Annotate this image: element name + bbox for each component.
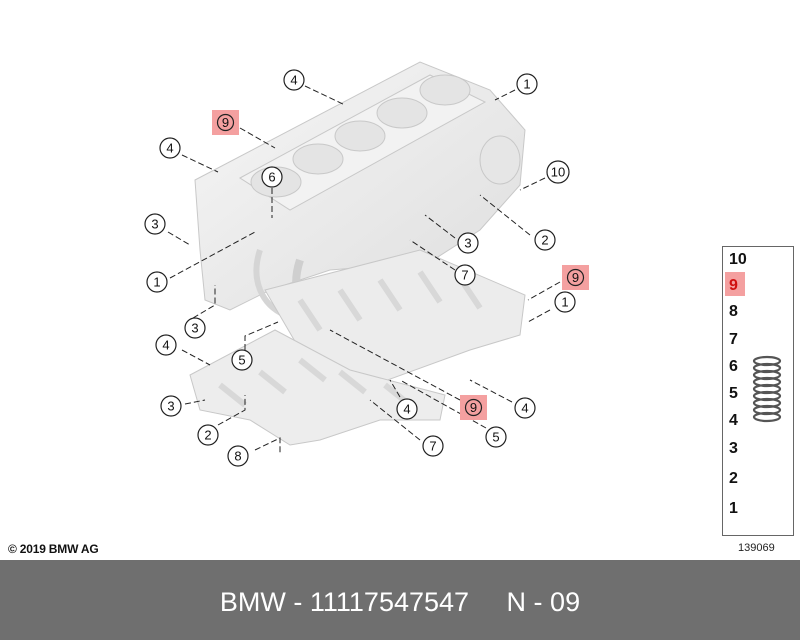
svg-text:6: 6 [268, 170, 275, 185]
callout-1-c: 1 [554, 291, 576, 313]
svg-text:1: 1 [153, 275, 160, 290]
svg-text:1: 1 [523, 77, 530, 92]
bearing-ladder [189, 329, 446, 446]
leader-lines [167, 85, 561, 455]
callout-7-a: 7 [454, 264, 476, 286]
legend-item-1: 1 [729, 500, 738, 517]
callout-6: 6 [261, 166, 283, 188]
footer-bar: BMW - 11117547547 N - 09 [0, 560, 800, 640]
svg-text:9: 9 [572, 270, 579, 285]
legend-item-10: 10 [729, 251, 747, 268]
callout-9-c: 9 [460, 395, 487, 420]
svg-text:5: 5 [492, 430, 499, 445]
callout-3-a: 3 [144, 213, 166, 235]
legend-item-5: 5 [729, 385, 738, 402]
callout-9-a: 9 [212, 110, 239, 135]
svg-text:8: 8 [234, 449, 241, 464]
engine-block-diagram: 4 1 9 4 6 10 3 3 2 1 7 9 1 3 4 5 3 4 9 4… [144, 61, 589, 467]
callout-8: 8 [227, 445, 249, 467]
svg-text:4: 4 [290, 73, 297, 88]
svg-text:7: 7 [461, 268, 468, 283]
callout-5-a: 5 [231, 349, 253, 371]
callout-2-b: 2 [197, 424, 219, 446]
svg-text:10: 10 [551, 165, 565, 180]
legend-item-3: 3 [729, 440, 738, 457]
svg-text:4: 4 [162, 338, 169, 353]
parts-index-legend: 10 9 8 7 6 5 4 3 2 1 [722, 246, 794, 536]
callout-9-b: 9 [562, 265, 589, 290]
svg-text:9: 9 [470, 400, 477, 415]
callout-4-d: 4 [396, 398, 418, 420]
coil-spring-icon [752, 355, 782, 423]
callout-3-d: 3 [160, 395, 182, 417]
part-number-caption: BMW - 11117547547 N - 09 [219, 587, 581, 617]
svg-text:9: 9 [222, 115, 229, 130]
svg-text:2: 2 [541, 233, 548, 248]
svg-text:7: 7 [429, 439, 436, 454]
svg-text:5: 5 [238, 353, 245, 368]
legend-item-7: 7 [729, 331, 738, 348]
svg-text:3: 3 [191, 321, 198, 336]
callout-2-a: 2 [534, 229, 556, 251]
svg-text:3: 3 [167, 399, 174, 414]
callout-3-b: 3 [457, 232, 479, 254]
legend-item-6: 6 [729, 358, 738, 375]
callout-3-c: 3 [184, 317, 206, 339]
svg-text:3: 3 [464, 236, 471, 251]
diagram-reference-code: 139069 [738, 542, 775, 554]
svg-text:1: 1 [561, 295, 568, 310]
callout-10: 10 [546, 160, 570, 184]
legend-item-2: 2 [729, 470, 738, 487]
callout-4-e: 4 [514, 397, 536, 419]
svg-text:4: 4 [166, 141, 173, 156]
svg-text:4: 4 [403, 402, 410, 417]
callout-1-a: 1 [516, 73, 538, 95]
legend-item-4: 4 [729, 412, 738, 429]
callout-1-b: 1 [146, 271, 168, 293]
callout-4-c: 4 [155, 334, 177, 356]
svg-text:3: 3 [151, 217, 158, 232]
callout-7-b: 7 [422, 435, 444, 457]
legend-item-8: 8 [729, 303, 738, 320]
callout-4-b: 4 [159, 137, 181, 159]
legend-highlight-bg [725, 272, 745, 296]
legend-item-9: 9 [729, 277, 738, 294]
callout-4-a: 4 [283, 69, 305, 91]
copyright-notice: © 2019 BMW AG [8, 542, 99, 556]
svg-text:2: 2 [204, 428, 211, 443]
svg-text:4: 4 [521, 401, 528, 416]
callout-5-b: 5 [485, 426, 507, 448]
